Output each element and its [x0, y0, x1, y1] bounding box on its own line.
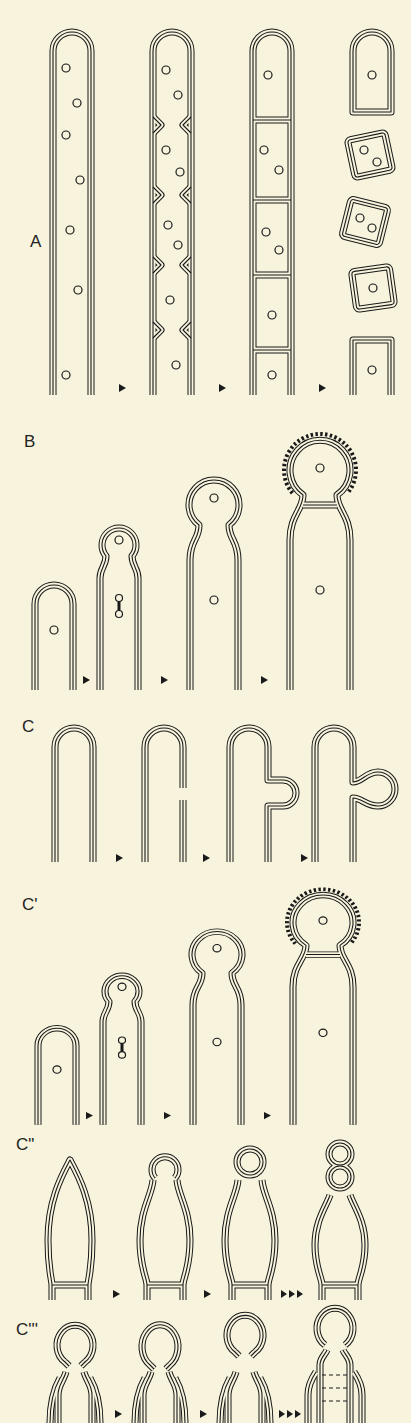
row-a-hyphae — [53, 32, 394, 395]
row-b-conidiation — [35, 434, 356, 690]
row-label: C" — [16, 1134, 34, 1156]
row-c2-phialides — [48, 1143, 365, 1300]
row-c1-conidiation — [38, 889, 359, 1125]
row-label: C' — [22, 894, 38, 916]
row-label: C''' — [16, 1319, 38, 1341]
row-c-branching — [55, 728, 395, 862]
row-label: C — [22, 716, 34, 738]
row-label: B — [24, 431, 35, 453]
row-c3-annellides — [50, 1308, 362, 1423]
row-label: A — [30, 231, 41, 253]
